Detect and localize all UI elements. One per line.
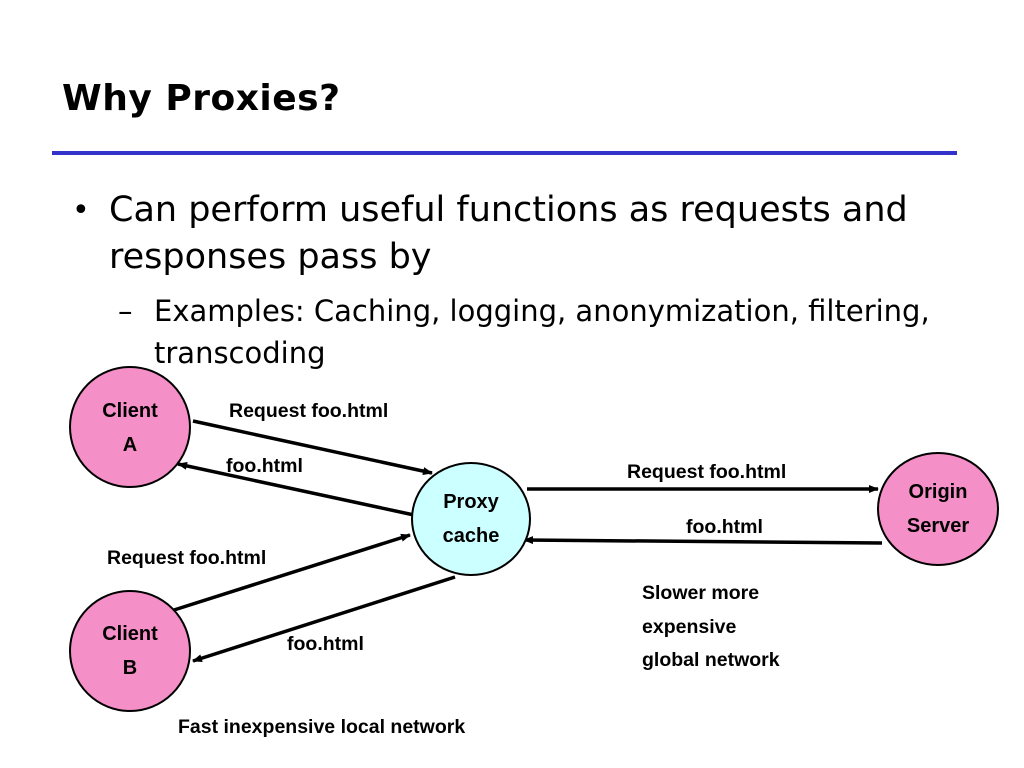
proxy-label-line2: cache (443, 525, 500, 547)
client-a-circle (69, 366, 191, 488)
global-network-label-line1: Slower more (642, 582, 759, 604)
origin-label-line1: Origin (909, 481, 968, 503)
origin-request-label: Request foo.html (627, 461, 786, 483)
arrow-proxy-to-client-b (192, 575, 456, 663)
bullet-marker: • (72, 193, 90, 228)
client-a-label-line1: Client (102, 400, 158, 422)
global-network-label-line3: global network (642, 649, 780, 671)
origin-label-line2: Server (907, 515, 969, 537)
client-a-node: Client A (69, 366, 191, 488)
bullet-text: Can perform useful functions as requests… (109, 190, 908, 277)
origin-server-circle (877, 452, 999, 566)
client-b-request-label: Request foo.html (107, 547, 266, 569)
client-a-request-label: Request foo.html (229, 400, 388, 422)
arrow-proxy-to-client-a (177, 461, 415, 517)
client-b-circle (69, 590, 191, 712)
client-b-node: Client B (69, 590, 191, 712)
local-network-label: Fast inexpensive local network (178, 716, 465, 738)
arrow-origin-to-proxy (523, 536, 883, 545)
origin-server-node: Origin Server (877, 452, 999, 566)
sub-bullet-marker: – (118, 294, 133, 328)
proxy-cache-node: Proxy cache (411, 462, 531, 576)
slide-title: Why Proxies? (62, 78, 341, 119)
sub-bullet-text: Examples: Caching, logging, anonymizatio… (154, 294, 930, 370)
arrow-client-a-to-proxy (192, 419, 433, 475)
client-b-label-line1: Client (102, 623, 158, 645)
title-divider (52, 151, 957, 155)
client-b-label-line2: B (123, 657, 137, 679)
arrow-client-b-to-proxy (173, 533, 411, 612)
client-a-label-line2: A (123, 434, 137, 456)
global-network-label-line2: expensive (642, 616, 736, 638)
client-b-response-label: foo.html (287, 633, 364, 655)
origin-response-label: foo.html (686, 516, 763, 538)
proxy-label-line1: Proxy (443, 491, 499, 513)
proxy-cache-circle (411, 462, 531, 576)
client-a-response-label: foo.html (226, 455, 303, 477)
